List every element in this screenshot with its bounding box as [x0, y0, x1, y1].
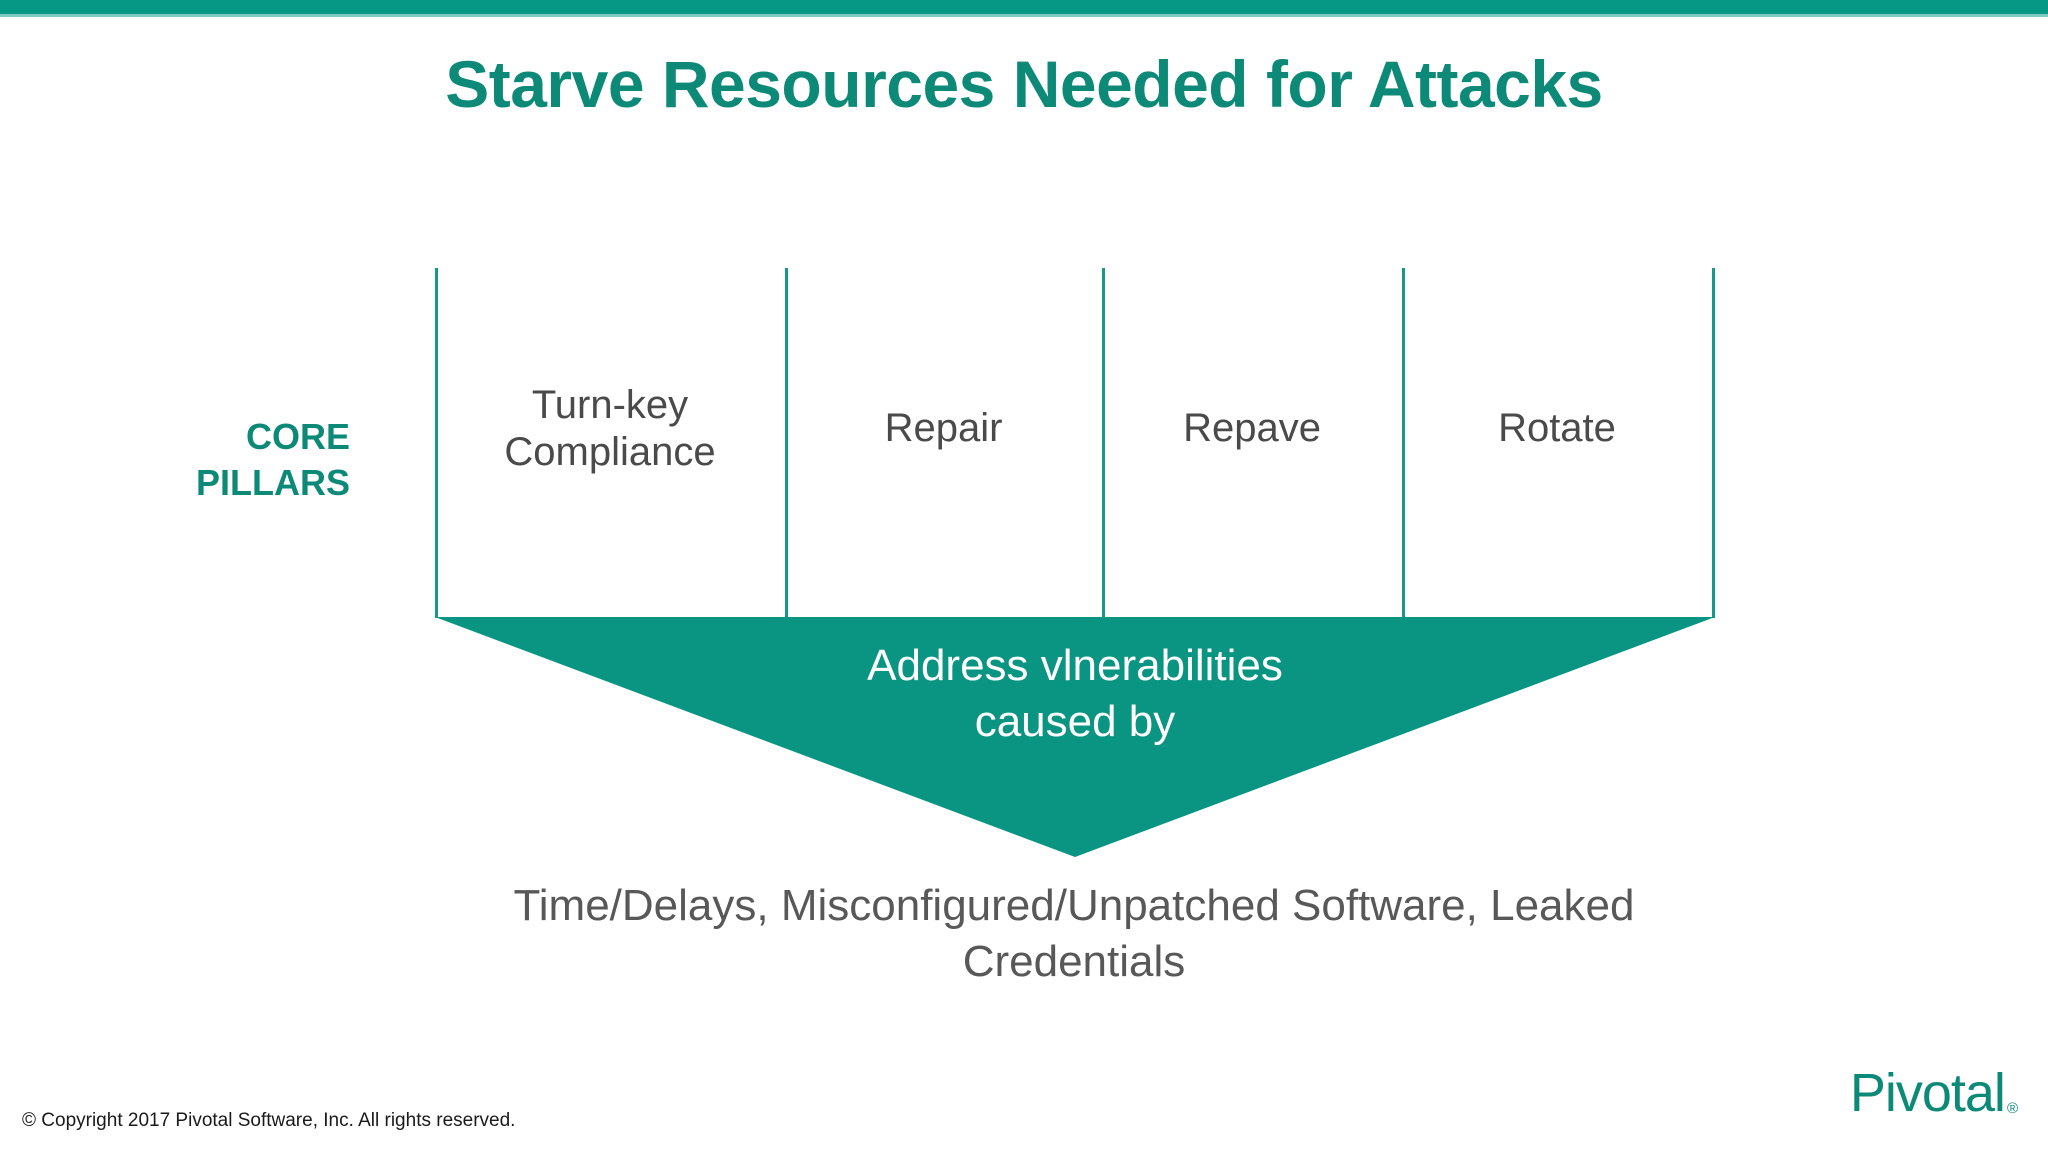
pillar-divider-5: [1712, 268, 1715, 618]
top-accent-bar: [0, 0, 2048, 14]
pillar-divider-4: [1402, 268, 1405, 618]
down-chevron-shape: [435, 617, 1715, 857]
pivotal-wordmark: Pivotal: [1849, 1063, 2006, 1123]
pillar-repair-label: Repair: [884, 406, 1003, 451]
pillar-divider-3: [1102, 268, 1105, 618]
core-pillars-label: CORE PILLARS: [100, 414, 350, 506]
core-pillars-label-line2: PILLARS: [195, 462, 350, 504]
pillar-repair[interactable]: Repair: [785, 268, 1102, 618]
pillar-label-line2: Compliance: [504, 430, 716, 474]
causes-caption: Time/Delays, Misconfigured/Unpatched Sof…: [324, 878, 1824, 991]
pillar-divider-2: [785, 268, 788, 618]
pillar-divider-1: [435, 268, 438, 618]
pillar-repave-label: Repave: [1183, 406, 1321, 451]
copyright-notice: © Copyright 2017 Pivotal Software, Inc. …: [22, 1110, 516, 1131]
core-pillars-label-line1: CORE: [245, 416, 350, 457]
pivotal-logo: Pivotal ®: [1850, 1066, 2018, 1120]
pillar-rotate-label: Rotate: [1498, 406, 1616, 451]
pillar-repave[interactable]: Repave: [1102, 268, 1402, 618]
core-pillars-band: Turn-key Compliance Repair Repave Rotate: [435, 268, 1715, 618]
top-accent-hairline: [0, 14, 2048, 17]
causes-caption-line1: Time/Delays, Misconfigured/Unpatched Sof…: [513, 881, 1635, 930]
page-title: Starve Resources Needed for Attacks: [445, 47, 1603, 121]
pillar-label-line1: Turn-key: [531, 382, 689, 427]
pillar-rotate[interactable]: Rotate: [1402, 268, 1712, 618]
pillar-turn-key-compliance-label: Turn-key Compliance: [504, 382, 715, 476]
causes-caption-line2: Credentials: [962, 937, 1186, 987]
registered-trademark-icon: ®: [2006, 1100, 2018, 1117]
pillar-turn-key-compliance[interactable]: Turn-key Compliance: [435, 268, 785, 618]
